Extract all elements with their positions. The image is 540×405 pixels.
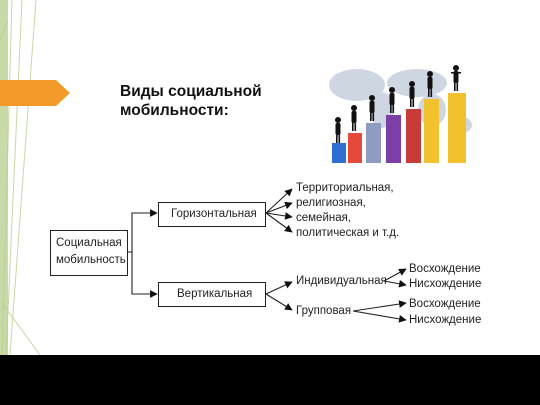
illustration-bar bbox=[448, 93, 466, 163]
left-stripe bbox=[0, 0, 8, 355]
node-horizontal: Горизонтальная bbox=[158, 202, 266, 227]
decorative-lines bbox=[0, 0, 41, 355]
node-group: Групповая bbox=[296, 305, 352, 317]
horizontal-item-territorial: Территориальная, bbox=[296, 182, 394, 194]
horizontal-item-religious: религиозная, bbox=[296, 197, 366, 209]
group-descent: Нисхождение bbox=[409, 314, 482, 326]
title-arrow-icon bbox=[0, 80, 70, 106]
node-social-mobility: Социальная мобильность bbox=[50, 230, 128, 276]
node-individual: Индивидуальная bbox=[296, 275, 387, 287]
career-ladder-people-on-bars-icon bbox=[329, 65, 472, 163]
illustration-bar bbox=[424, 99, 439, 163]
illustration-bar bbox=[386, 115, 401, 163]
horizontal-item-family: семейная, bbox=[296, 212, 352, 224]
illustration-bar bbox=[406, 109, 421, 163]
illustration-bar bbox=[332, 143, 346, 163]
group-ascent: Восхождение bbox=[409, 298, 481, 310]
horizontal-item-political: политическая и т.д. bbox=[296, 227, 400, 239]
node-vertical: Вертикальная bbox=[158, 282, 266, 307]
illustration-bar bbox=[366, 123, 381, 163]
illustration-bar bbox=[348, 133, 362, 163]
slide-title: Виды социальной мобильности: bbox=[120, 83, 262, 119]
individual-descent: Нисхождение bbox=[409, 278, 482, 290]
individual-ascent: Восхождение bbox=[409, 263, 481, 275]
